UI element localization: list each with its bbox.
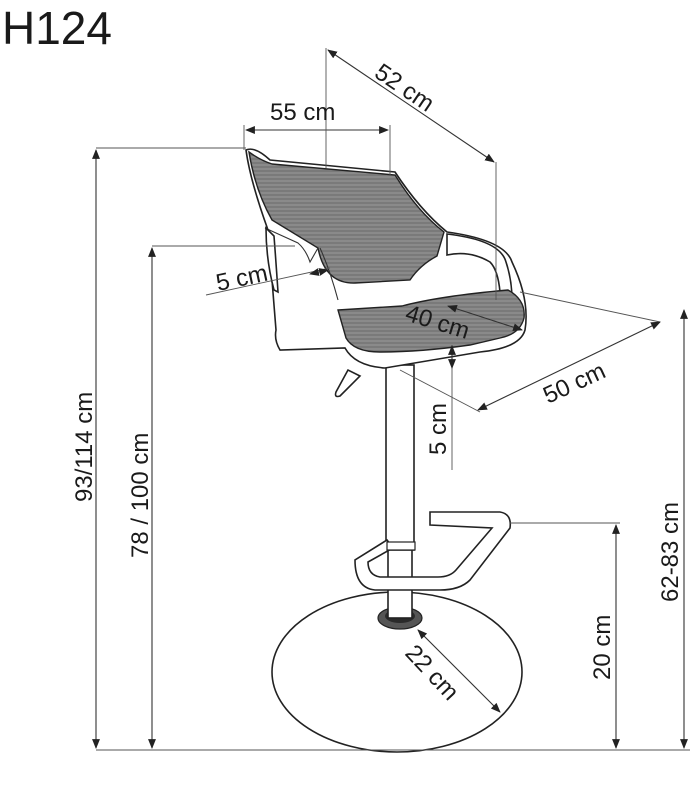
- dimension-lines: [92, 48, 690, 751]
- bar-stool: [245, 148, 527, 753]
- column-arrow: [417, 629, 501, 713]
- height-lever: [334, 368, 362, 398]
- seat-diagonal-arrow: [477, 321, 661, 411]
- backrest-mesh: [248, 150, 445, 284]
- gas-lift-column: [385, 364, 415, 551]
- depth-arrow: [327, 49, 495, 163]
- seat-diagonal-label: 50 cm: [539, 357, 610, 409]
- footrest-height-label: 20 cm: [589, 615, 616, 680]
- cushion-thickness-label: 5 cm: [425, 403, 452, 455]
- seat-height-label: 62-83 cm: [657, 502, 684, 602]
- armrest-thickness-label: 5 cm: [214, 260, 270, 297]
- seat-width-label: 55 cm: [270, 99, 335, 126]
- depth-label: 52 cm: [370, 59, 439, 118]
- armrest-height-label: 78 / 100 cm: [127, 433, 154, 558]
- product-title: H124: [2, 2, 112, 54]
- footrest: [354, 511, 512, 591]
- total-height-label: 93/114 cm: [71, 392, 98, 502]
